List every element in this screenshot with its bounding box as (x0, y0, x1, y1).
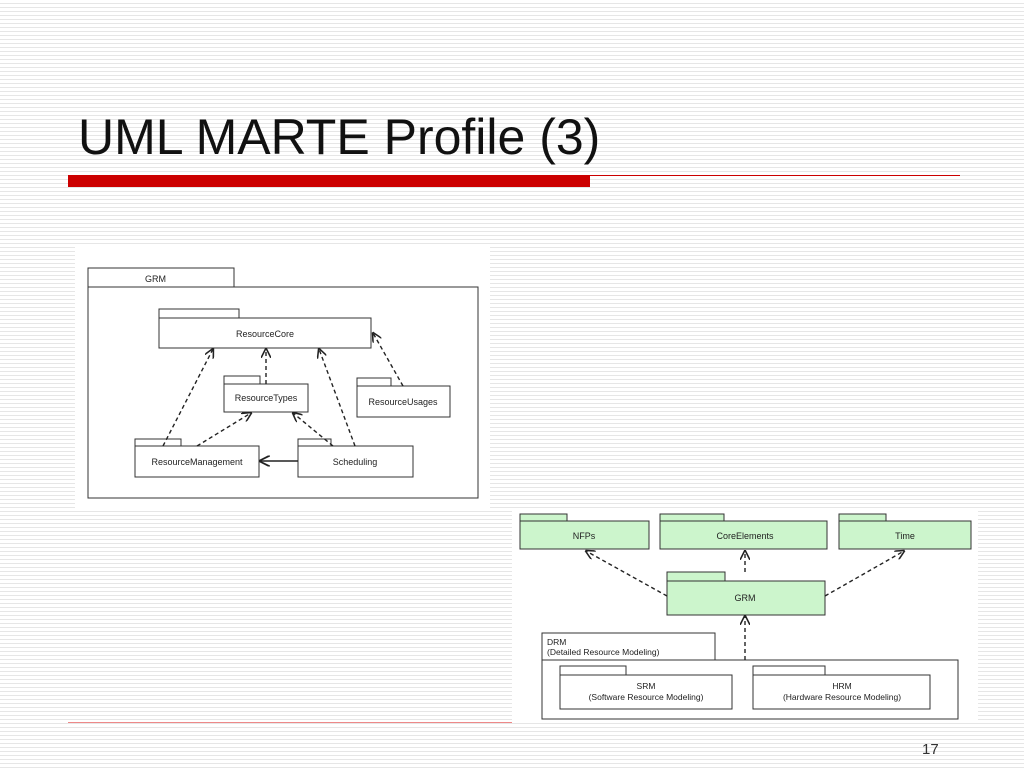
dep-grm-to-time (824, 551, 904, 597)
marte-diagram: NFPs CoreElements Time GRM DRM (Detailed… (519, 513, 972, 720)
srm-sublabel: (Software Resource Modeling) (589, 692, 704, 702)
footer-rule (68, 722, 512, 723)
resource-types-label: ResourceTypes (235, 393, 298, 403)
package-time: Time (838, 513, 972, 550)
package-nfps: NFPs (519, 513, 650, 550)
resource-management-label: ResourceManagement (151, 457, 243, 467)
dep-resourcemanagement-to-resourcetypes (196, 413, 251, 447)
scheduling-label: Scheduling (333, 457, 378, 467)
core-elements-label: CoreElements (716, 531, 774, 541)
srm-label: SRM (637, 681, 656, 691)
resource-usages-label: ResourceUsages (368, 397, 438, 407)
dep-scheduling-to-resourcetypes (293, 413, 334, 447)
grm-container-label: GRM (145, 274, 166, 284)
resource-core-label: ResourceCore (236, 329, 294, 339)
package-resource-types: ResourceTypes (223, 375, 309, 413)
grm-label: GRM (735, 593, 756, 603)
title-underline-rule (590, 175, 960, 176)
drm-label: DRM (547, 637, 566, 647)
page-number: 17 (922, 741, 939, 758)
hrm-sublabel: (Hardware Resource Modeling) (783, 692, 901, 702)
dep-resourceusages-to-resourcecore (373, 333, 404, 387)
dep-grm-to-nfps (586, 551, 668, 597)
nfps-label: NFPs (573, 531, 596, 541)
package-resource-usages: ResourceUsages (356, 377, 451, 418)
package-grm: GRM (666, 571, 826, 616)
time-label: Time (895, 531, 915, 541)
dep-scheduling-to-resourcecore (319, 349, 356, 447)
package-srm: SRM (Software Resource Modeling) (559, 665, 733, 710)
drm-sublabel: (Detailed Resource Modeling) (547, 647, 660, 657)
package-resource-management: ResourceManagement (134, 438, 260, 478)
package-resource-core: ResourceCore (158, 308, 372, 349)
grm-diagram: GRM ResourceCore ResourceTypes ResourceU… (87, 267, 479, 499)
hrm-label: HRM (832, 681, 851, 691)
slide-title: UML MARTE Profile (3) (78, 109, 601, 165)
title-underline-bar (68, 175, 590, 187)
marte-diagram-panel: NFPs CoreElements Time GRM DRM (Detailed… (512, 508, 978, 722)
package-core-elements: CoreElements (659, 513, 828, 550)
grm-diagram-panel: GRM ResourceCore ResourceTypes ResourceU… (75, 245, 490, 510)
package-hrm: HRM (Hardware Resource Modeling) (752, 665, 931, 710)
